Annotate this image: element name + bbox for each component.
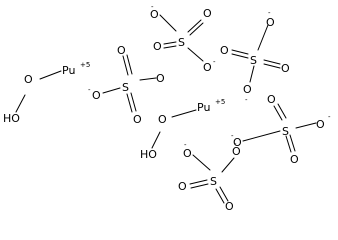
bond-s4-o3 — [242, 130, 281, 142]
sulfate-ion-4: O O - S O - O — [231, 93, 331, 166]
oxygen-label-pu2: O — [158, 113, 167, 126]
oxygen-label-pu1: O — [24, 73, 33, 86]
bond-s1-o3-a — [163, 41, 177, 45]
plutonium-peroxide-group-1: HO O Pu +5 — [3, 61, 90, 125]
bond-s1-o2-b — [189, 22, 204, 36]
sulfate3-sulfur: S — [122, 81, 129, 94]
sulfate5-oxygen-top-left-charge: - — [184, 141, 187, 149]
bond-o-pu-1 — [39, 70, 62, 80]
bond-ho-o-1 — [15, 94, 26, 113]
bond-s1-o2-a — [187, 19, 202, 33]
bond-s2-o4-a — [263, 59, 281, 65]
sulfate1-oxygen-bottom: O — [203, 61, 212, 74]
sulfate-ion-3: O O S O - O — [88, 44, 165, 126]
bond-s2-o4-b — [263, 63, 281, 69]
hydroxyl-label-1: HO — [3, 112, 20, 125]
sulfate2-oxygen-bottom-charge: - — [245, 96, 248, 104]
sulfate3-oxygen-bottom: O — [133, 113, 142, 126]
sulfate-ion-2: O - O S O O - — [220, 9, 290, 104]
sulfate4-oxygen-right-charge: - — [328, 113, 331, 121]
bond-s3-o3 — [102, 87, 121, 94]
sulfate2-oxygen-right: O — [281, 62, 290, 75]
bond-s3-o2 — [139, 77, 157, 81]
bond-s1-o1 — [159, 14, 177, 32]
bond-s3-o4-b — [126, 93, 133, 113]
bond-s2-o2-b — [231, 53, 249, 59]
plutonium-charge-1: +5 — [80, 61, 90, 69]
plutonium-label-2: Pu — [197, 101, 210, 114]
bond-s5-o4-a — [219, 186, 229, 202]
sulfate2-oxygen-top: O — [266, 16, 275, 29]
bond-s5-o4-b — [215, 188, 225, 204]
sulfate5-oxygen-top-right-charge: - — [234, 140, 237, 148]
hydroxyl-label-2: HO — [140, 148, 157, 161]
sulfate5-oxygen-left: O — [178, 180, 187, 193]
bond-s3-o1-a — [122, 55, 129, 76]
bond-s4-o1-b — [277, 103, 287, 119]
sulfate5-sulfur: S — [210, 175, 217, 188]
bond-s2-o1 — [257, 24, 269, 51]
sulfate4-oxygen-right: O — [316, 118, 325, 131]
plutonium-peroxide-group-2: HO O Pu +5 — [140, 98, 225, 161]
sulfate4-oxygen-left-charge: - — [231, 132, 234, 140]
sulfate5-oxygen-top-right: O — [232, 145, 241, 158]
sulfate1-oxygen-top-charge: - — [151, 3, 154, 11]
sulfate3-oxygen-right: O — [156, 72, 165, 85]
bond-s4-o1-a — [273, 105, 283, 121]
chemical-structure-diagram: HO O Pu +5 HO O Pu +5 O - O O S O - O — [3, 3, 331, 211]
bond-ho-o-2 — [151, 131, 161, 149]
sulfate4-oxygen-left: O — [233, 136, 242, 149]
bond-s2-o3 — [249, 65, 255, 83]
bond-s5-o3-b — [190, 183, 209, 189]
bond-s2-o2-a — [231, 49, 249, 55]
bond-s5-o1 — [192, 154, 211, 171]
sulfate3-oxygen-left-charge: - — [88, 86, 91, 94]
sulfate4-oxygen-bottom: O — [290, 153, 299, 166]
plutonium-charge-2: +5 — [215, 98, 225, 106]
bond-s5-o2 — [221, 157, 235, 173]
sulfate1-oxygen-top: O — [150, 8, 159, 21]
bond-s4-o4-a — [285, 135, 292, 153]
bond-s4-o4-b — [289, 134, 296, 152]
sulfate3-oxygen-top: O — [117, 44, 126, 57]
sulfate2-sulfur: S — [250, 54, 257, 67]
sulfate1-oxygen-left: O — [153, 40, 162, 53]
sulfate5-oxygen-bottom: O — [225, 200, 234, 211]
sulfate4-oxygen-top: O — [267, 93, 276, 106]
sulfate2-oxygen-left: O — [220, 44, 229, 57]
bond-s5-o3-a — [189, 179, 208, 185]
sulfate1-oxygen-right: O — [203, 7, 212, 20]
sulfate4-sulfur: S — [282, 125, 289, 138]
bond-s4-o2 — [295, 122, 317, 129]
bond-s3-o1-b — [126, 54, 133, 75]
sulfate-ion-5: O - O - O S O — [178, 140, 241, 211]
sulfate1-sulfur: S — [178, 36, 185, 49]
sulfate2-oxygen-top-charge: - — [268, 9, 271, 17]
sulfate-ion-1: O - O O S O - — [150, 3, 216, 74]
sulfate2-oxygen-bottom: O — [243, 83, 252, 96]
plutonium-label-1: Pu — [62, 64, 75, 77]
bond-s3-o4-a — [130, 92, 137, 112]
sulfate1-oxygen-bottom-charge: - — [213, 58, 216, 66]
sulfate5-oxygen-top-left: O — [183, 147, 192, 160]
bond-s1-o4 — [187, 47, 204, 62]
sulfate3-oxygen-left: O — [92, 89, 101, 102]
bond-o-pu-2 — [171, 109, 197, 118]
bond-s1-o3-b — [163, 45, 177, 49]
